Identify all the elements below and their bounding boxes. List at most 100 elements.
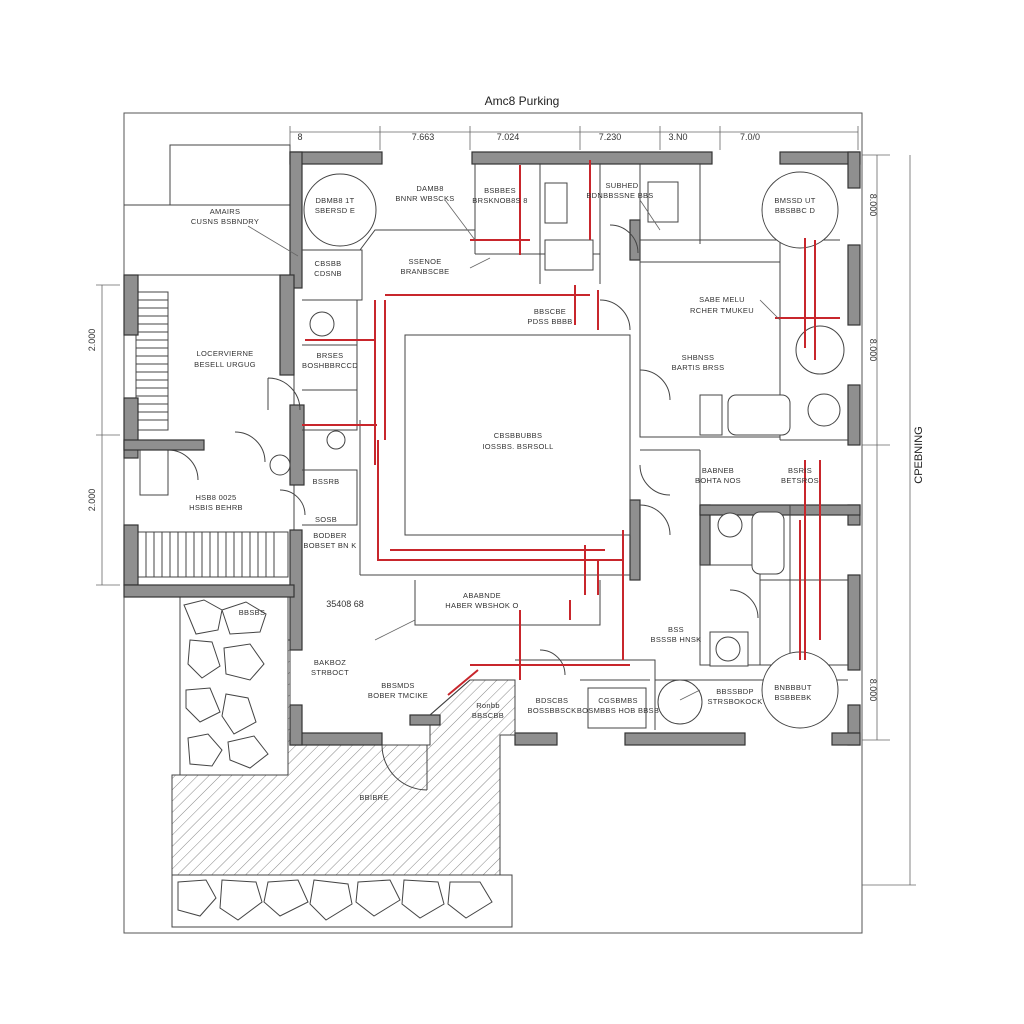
left-dim-lower: 2.000 xyxy=(87,489,97,512)
room-label: BOBER TMCIKE xyxy=(368,691,428,700)
toilet-mid xyxy=(269,454,291,476)
left-dimension-line: 2.000 2.000 xyxy=(87,284,120,586)
room-label: IOSSBS. BSRSOLL xyxy=(482,442,553,451)
round-fixture-bottom xyxy=(657,679,703,725)
room-label: BOSMBBS HOB BBSB xyxy=(577,706,659,715)
room-label: BESELL URGUG xyxy=(194,360,256,369)
room-label: CUSNS BSBNDRY xyxy=(191,217,259,226)
round-features xyxy=(303,171,845,729)
room-label: HSB8 0025 xyxy=(195,493,236,502)
room-label: CGSBMBS xyxy=(598,696,638,705)
room-label: BARTIS BRSS xyxy=(672,363,725,372)
room-label: CBSBB xyxy=(315,259,342,268)
room-label: LOCERVIERNE xyxy=(197,349,254,358)
shower-top-right xyxy=(647,181,679,223)
room-label: BABNEB xyxy=(702,466,734,475)
room-label: BBSSBDP xyxy=(716,687,754,696)
room-label: DBMB8 1T xyxy=(315,196,354,205)
plumbing-pipes xyxy=(302,160,840,696)
room-label: BSS xyxy=(668,625,684,634)
room-label: BOHTA NOS xyxy=(695,476,741,485)
left-dim-upper: 2.000 xyxy=(87,329,97,352)
basin-upper xyxy=(807,393,841,427)
room-label: DAMB8 xyxy=(416,184,443,193)
top-dim-1: 7.663 xyxy=(412,132,435,142)
room-label: BRANBSCBE xyxy=(401,267,450,276)
room-label: BSBBES xyxy=(484,186,516,195)
room-label: BETSROS xyxy=(781,476,819,485)
room-label: BNNR WBSCKS xyxy=(395,194,454,203)
room-label: CBSBBUBBS xyxy=(494,431,543,440)
room-label: BSSRB xyxy=(313,477,340,486)
top-dimension-line: 8 7.663 7.024 7.230 3.N0 7.0/0 xyxy=(289,126,859,150)
room-label: SUBHED xyxy=(605,181,638,190)
plan-title: Amc8 Purking xyxy=(485,94,560,108)
bathtub-upper xyxy=(727,394,791,436)
room-label: BSSSB HNSK xyxy=(651,635,702,644)
room-label: BSBBEBK xyxy=(774,693,811,702)
room-label: SABE MELU xyxy=(699,295,745,304)
room-label: BODBER xyxy=(313,531,347,540)
room-labels: DBMB8 1T SBERSD E DAMB8 BNNR WBSCKS SSEN… xyxy=(189,181,819,802)
leader-lines xyxy=(247,199,781,701)
room-label: HSBIS BEHRB xyxy=(189,503,243,512)
room-label: BOBSET BN K xyxy=(303,541,356,550)
toilet-left xyxy=(309,311,335,337)
room-label: BBIBRE xyxy=(359,793,388,802)
room-label: BBSBS xyxy=(239,608,266,617)
right-dimension-line: 8.000 8.000 8.000 CPEBNING xyxy=(862,154,925,886)
vanity-upper xyxy=(699,394,723,436)
room-label: BBSCBB xyxy=(472,711,504,720)
room-label: BMSSD UT xyxy=(774,196,815,205)
room-label: BDNBBSSNE BBS xyxy=(586,191,653,200)
room-label: SSENOE xyxy=(408,257,441,266)
top-dim-5: 7.0/0 xyxy=(740,132,760,142)
room-label: BRSES xyxy=(317,351,344,360)
stairs-lower xyxy=(137,531,289,578)
room-label: RCHER TMUKEU xyxy=(690,306,754,315)
stairs-upper xyxy=(135,291,169,431)
room-label: CDSNB xyxy=(314,269,342,278)
round-fixture-right xyxy=(795,325,845,375)
fixtures xyxy=(269,181,841,729)
sink-mid xyxy=(326,430,346,450)
room-label: STRBOCT xyxy=(311,668,349,677)
room-label: PDSS BBBB xyxy=(527,317,572,326)
room-label: STRSBOKOCK xyxy=(707,697,762,706)
top-dim-0: 8 xyxy=(297,132,302,142)
room-label: BOSHBBRCCD xyxy=(302,361,358,370)
utility-box-top xyxy=(544,239,594,271)
room-label: BRSKNOB8S 8 xyxy=(472,196,527,205)
walls xyxy=(123,151,861,746)
upper-left-annex xyxy=(169,144,291,206)
room-label: BOSSBBSCK xyxy=(528,706,577,715)
room-label: BNBBBUT xyxy=(774,683,812,692)
top-dim-3: 7.230 xyxy=(599,132,622,142)
sink-right xyxy=(717,512,743,538)
top-dim-2: 7.024 xyxy=(497,132,520,142)
right-dim-0: 8.000 xyxy=(868,194,878,217)
room-label: BAKBOZ xyxy=(314,658,346,667)
shower-top xyxy=(544,182,568,224)
stone-paving-top xyxy=(179,594,289,776)
room-label: AMAIRS xyxy=(210,207,241,216)
sink-lower xyxy=(715,636,741,662)
room-label: BBSCBE xyxy=(534,307,566,316)
room-label: SOSB xyxy=(315,515,337,524)
utility-box xyxy=(587,687,647,729)
room-label: Ronbb xyxy=(476,701,500,710)
room-label: BDSCBS xyxy=(536,696,569,705)
room-label: SHBNSS xyxy=(682,353,715,362)
room-label: HABER WBSHOK O xyxy=(445,601,518,610)
bathtub-lower xyxy=(751,511,785,575)
room-label: ABABNDE xyxy=(463,591,501,600)
right-dim-2: 8.000 xyxy=(868,679,878,702)
room-label: BBSBBC D xyxy=(775,206,816,215)
top-dim-4: 3.N0 xyxy=(668,132,687,142)
round-room-top-right xyxy=(761,171,839,249)
right-dim-1: 8.000 xyxy=(868,339,878,362)
left-wing xyxy=(123,274,295,586)
room-label: SBERSD E xyxy=(315,206,355,215)
room-label: BBSMDS xyxy=(381,681,414,690)
